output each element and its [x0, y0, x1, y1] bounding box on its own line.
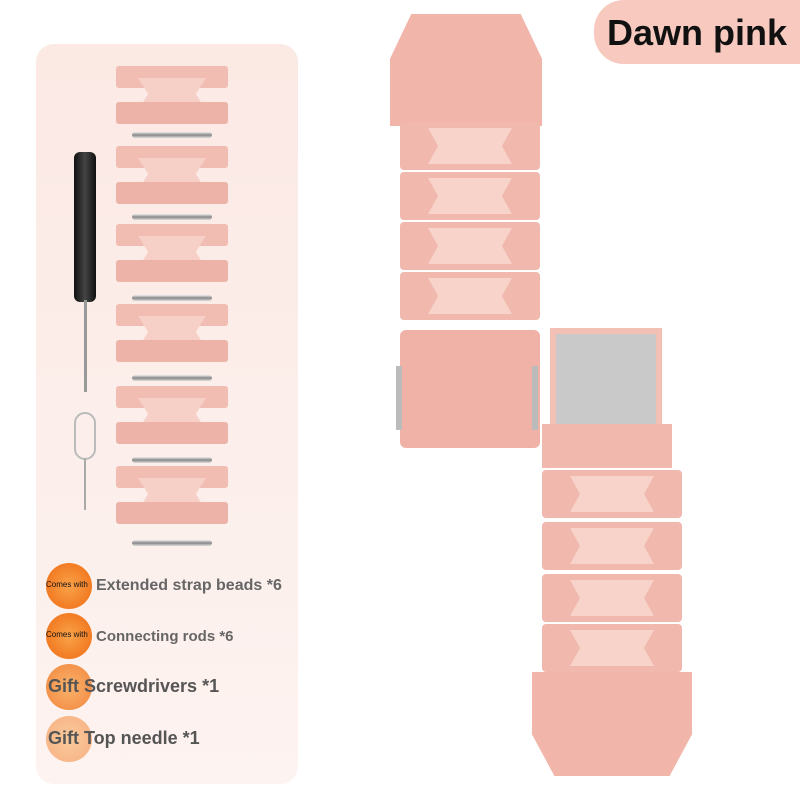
- gift-item: Gift Top needle *1: [46, 716, 200, 762]
- strap-link: [542, 574, 682, 622]
- strap-end-bottom: [532, 672, 692, 776]
- connecting-rod: [132, 132, 212, 138]
- item-prefix: Comes with: [46, 580, 88, 589]
- spring-bar: [396, 366, 402, 430]
- item-label: Gift Top needle *1: [48, 728, 200, 748]
- strap-bead: [116, 466, 228, 524]
- color-badge: Dawn pink: [594, 0, 800, 64]
- connecting-rod: [132, 295, 212, 301]
- included-item: Comes with Connecting rods *6: [46, 613, 234, 659]
- connecting-rod: [132, 214, 212, 220]
- connecting-rod: [132, 540, 212, 546]
- orange-bullet-icon: Comes with: [46, 563, 92, 609]
- screwdriver-shaft: [84, 300, 87, 392]
- top-needle-pin: [84, 458, 86, 510]
- strap-bead: [116, 304, 228, 362]
- orange-bullet-icon: Comes with: [46, 613, 92, 659]
- strap-link: [400, 222, 540, 270]
- strap-bead: [116, 224, 228, 282]
- strap-link: [542, 624, 682, 672]
- connecting-rod: [132, 457, 212, 463]
- strap-link: [542, 470, 682, 518]
- connecting-rod: [132, 375, 212, 381]
- item-prefix: Comes with: [46, 630, 88, 639]
- item-label: Connecting rods *6: [96, 627, 234, 645]
- screwdriver-icon: [74, 152, 96, 302]
- strap-link: [542, 522, 682, 570]
- included-item: Comes with Extended strap beads *6: [46, 563, 282, 609]
- strap-end-top: [390, 14, 542, 126]
- item-label: Extended strap beads *6: [96, 577, 282, 594]
- strap-link: [400, 122, 540, 170]
- strap-clasp: [400, 330, 540, 448]
- strap-bead: [116, 386, 228, 444]
- orange-bullet-icon: [46, 716, 92, 762]
- strap-link: [400, 272, 540, 320]
- spring-bar: [532, 366, 538, 430]
- strap-link: [400, 172, 540, 220]
- metal-adapter: [550, 328, 662, 432]
- strap-bead: [116, 146, 228, 204]
- strap-connector: [542, 424, 672, 468]
- color-name: Dawn pink: [606, 12, 788, 53]
- item-label: Gift Screwdrivers *1: [48, 676, 220, 696]
- orange-bullet-icon: [46, 664, 92, 710]
- strap-bead: [116, 66, 228, 124]
- gift-item: Gift Screwdrivers *1: [46, 664, 220, 710]
- top-needle-icon: [74, 412, 96, 460]
